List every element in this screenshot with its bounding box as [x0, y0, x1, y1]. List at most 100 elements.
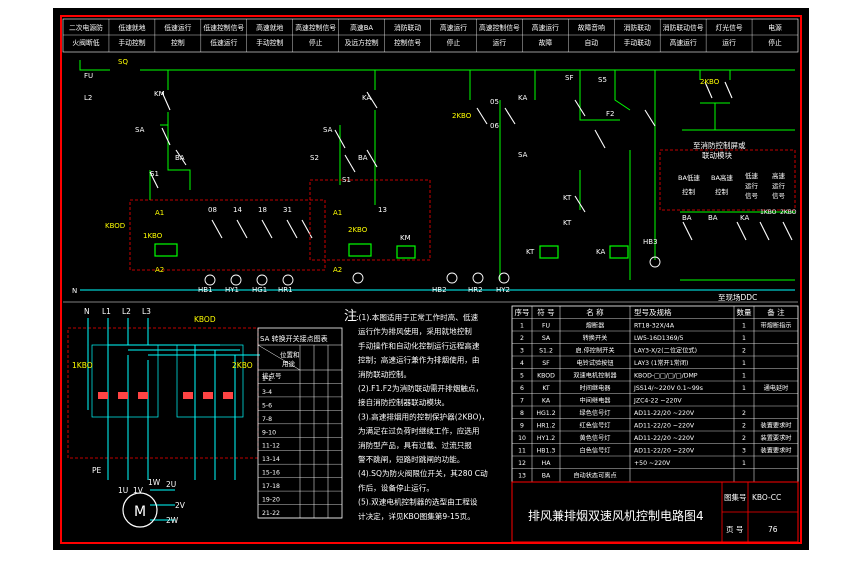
parts-cell: +50 ~220V: [634, 460, 671, 467]
label-ba-low2: 控制: [682, 187, 696, 196]
parts-cell: 1: [742, 360, 746, 367]
sa-row-label: 21-22: [262, 510, 280, 517]
label-c05: 05: [490, 98, 499, 106]
label-kt2: KT: [563, 219, 572, 227]
parts-cell: HB1.3: [537, 448, 556, 455]
header-cell-text: 高速运行: [670, 38, 697, 47]
parts-header-cell: 备 注: [767, 307, 785, 317]
header-cell-text: 停止: [309, 38, 323, 47]
parts-cell: 双速电机控制器: [573, 372, 617, 380]
label-lowrun2: 运行: [745, 181, 759, 190]
sa-table-head3: 接点号: [262, 371, 282, 380]
label-s1: S1: [150, 170, 159, 178]
header-cell-text: 电源: [768, 23, 782, 32]
sa-row-label: 11-12: [262, 443, 280, 450]
parts-header-cell: 数量: [737, 307, 752, 317]
label-pw-motor: M: [134, 504, 146, 520]
label-pw-v1: 1V: [133, 486, 144, 495]
parts-cell: BA: [542, 473, 551, 480]
label-kt: KT: [563, 194, 572, 202]
parts-cell: FU: [542, 323, 550, 330]
header-cell-text: 停止: [447, 38, 461, 47]
drawing-border: [60, 15, 802, 544]
parts-cell: 2: [742, 348, 746, 355]
parts-cell: 10: [518, 435, 526, 442]
parts-cell: JZC4-22 ~220V: [633, 398, 682, 405]
parts-header-cell: 序号: [515, 307, 530, 317]
sa-row-label: 7-8: [262, 416, 272, 423]
note-line: 手动操作和自动化控制运行远程高速: [358, 340, 480, 350]
label-kbo1: 1KBO: [143, 232, 163, 240]
atlas-number: KBO-CC: [752, 493, 781, 502]
label-to-ddc: 至现场DDC: [718, 293, 757, 302]
label-ba: BA: [175, 154, 185, 162]
label-f2: F2: [606, 110, 614, 118]
header-cell-text: 手动联动: [624, 38, 651, 47]
header-cell-text: 低速运行: [164, 23, 191, 32]
label-c06: 06: [490, 122, 499, 130]
label-ba-r1: BA: [682, 214, 692, 222]
parts-cell: 时间继电器: [580, 384, 612, 392]
header-cell-text: 高速BA: [350, 23, 373, 32]
parts-cell: 1: [742, 460, 746, 467]
parts-cell: 2: [742, 410, 746, 417]
label-c08: 08: [208, 206, 217, 214]
parts-cell: LAY3-X/2(二位定位式): [634, 347, 697, 355]
sa-row-label: 17-18: [262, 483, 280, 490]
header-cell-text: 消防联动: [394, 23, 421, 32]
parts-cell: AD11-22/20 ~220V: [634, 423, 695, 430]
label-s5: S5: [598, 76, 607, 84]
parts-cell: 8: [520, 410, 524, 417]
label-pw-w1: 1W: [148, 478, 161, 487]
parts-cell: 带熔断指示: [761, 322, 792, 330]
label-highrun: 高速: [772, 171, 786, 180]
label-pw-n: N: [84, 307, 90, 316]
label-sa2: SA: [323, 126, 333, 134]
label-sa: SA: [135, 126, 145, 134]
parts-cell: KBOD-□□/□/□/DMP: [634, 373, 698, 380]
label-a2: A2: [155, 266, 164, 274]
note-line: :(1).本图适用于正常工作时高、低速: [356, 312, 478, 322]
note-line: (5).双速电机控制器的选型由工程设: [358, 497, 478, 507]
note-line: 控制；高速运行兼作为排烟使用，由: [358, 355, 480, 365]
header-cell-text: 运行: [722, 38, 736, 47]
page-label: 页 号: [726, 525, 743, 534]
notes-block: 注 :(1).本图适用于正常工作时高、低速运行作为排风使用，采用就地控制手动操作…: [344, 309, 489, 521]
note-line: 为满足在过负荷时继续工作，应选用: [358, 426, 480, 436]
parts-cell: 5: [520, 373, 524, 380]
label-a1: A1: [155, 209, 164, 217]
header-cell-text: 高速运行: [532, 23, 559, 32]
label-pw-pe: PE: [92, 466, 102, 475]
label-kt3: KT: [526, 248, 535, 256]
sa-row-label: 5-6: [262, 402, 272, 409]
label-ba-low: BA低速: [678, 173, 700, 182]
label-hy2: HY2: [496, 286, 510, 294]
label-pw-kbod: KBOD: [194, 315, 216, 324]
sa-table-title: SA 转换开关接点图表: [260, 334, 328, 343]
sa-row-label: 15-16: [262, 470, 280, 477]
label-ba-r2: BA: [708, 214, 718, 222]
note-line: 运行作为排风使用，采用就地控制: [358, 326, 472, 336]
label-pw-u2: 2U: [166, 480, 176, 489]
parts-cell: SF: [542, 360, 550, 367]
drawing-sheet: [53, 8, 809, 550]
label-hb1: HB1: [198, 286, 213, 294]
label-hr1: HR1: [278, 286, 293, 294]
label-kbo2-top: 2KBO: [700, 78, 720, 86]
parts-cell: 2: [742, 435, 746, 442]
label-pw-kbo1: 1KBO: [72, 361, 93, 370]
label-km2: KM: [400, 234, 411, 242]
sa-row-label: 19-20: [262, 497, 280, 504]
note-line: (2).F1.F2为消防联动需开排烟触点，: [358, 383, 483, 393]
parts-cell: HG1.2: [536, 410, 555, 417]
label-kbo2b: 2KBO: [348, 226, 368, 234]
header-cell-text: 运行: [493, 38, 507, 47]
label-c13: 13: [378, 206, 387, 214]
label-hb2: HB2: [432, 286, 447, 294]
label-l2: L2: [84, 94, 92, 102]
parts-cell: 13: [518, 473, 526, 480]
note-line: 警不跳闸，短路时跳闸的功能。: [358, 454, 464, 464]
parts-cell: 2: [742, 423, 746, 430]
label-ka2: KA: [518, 94, 527, 102]
